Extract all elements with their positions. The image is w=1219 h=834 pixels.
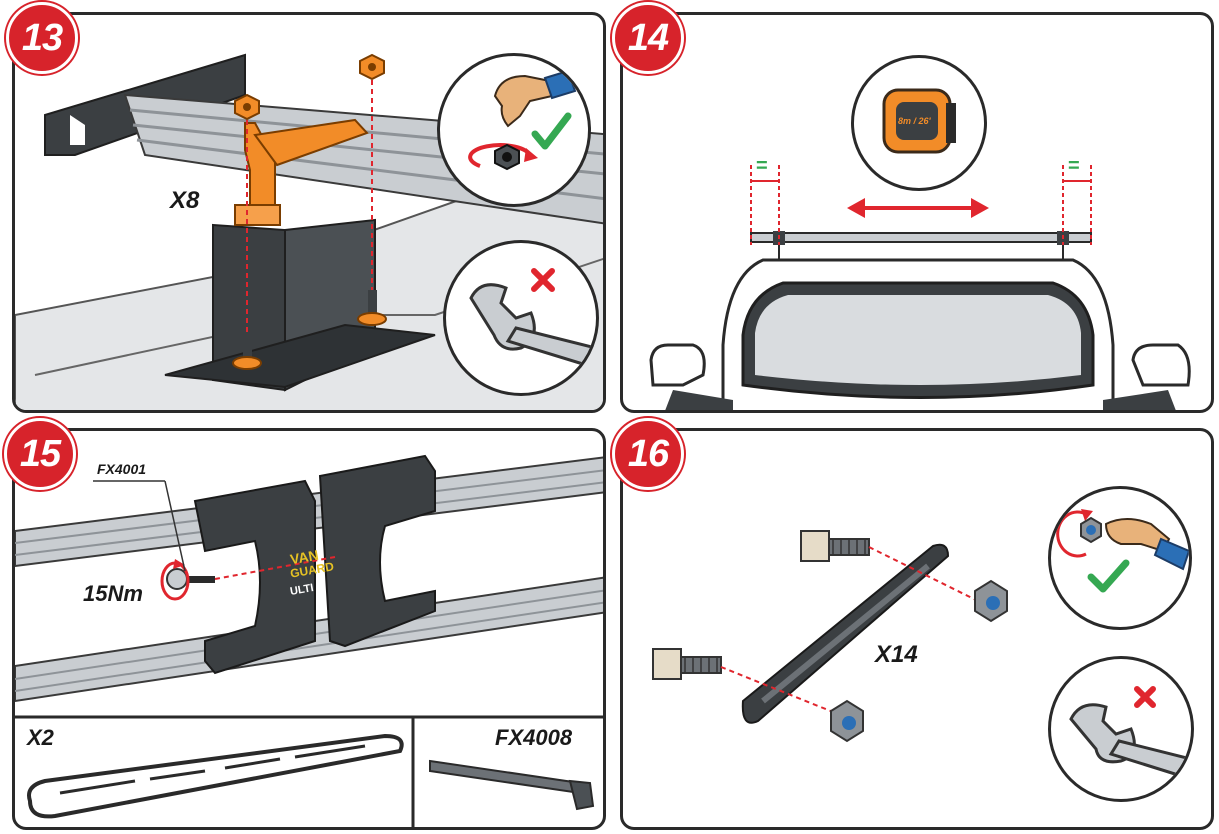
- hand-tighten-callout: [437, 53, 591, 207]
- torque-label: 15Nm: [83, 581, 143, 606]
- rotate-arrow-icon: [1056, 509, 1093, 558]
- wrench-icon: [469, 283, 596, 370]
- step-15-panel: VAN GUARD ULTI FX4001 15Nm X2 FX4008: [12, 428, 606, 830]
- step-13-panel: X8: [12, 12, 606, 413]
- tool-code-label: FX4008: [495, 725, 573, 750]
- no-wrench-callout-16: [1048, 656, 1194, 802]
- spacer-quantity-label: X2: [27, 725, 54, 750]
- check-icon: [1087, 559, 1130, 593]
- cross-icon: [531, 268, 555, 292]
- flange-nut-top-right: [359, 53, 385, 81]
- no-wrench-callout: [443, 240, 599, 396]
- step-16-illustration: [652, 530, 1008, 743]
- cross-icon: [1134, 686, 1156, 708]
- tape-measure-text: 8m / 26': [898, 116, 931, 126]
- check-icon: [531, 112, 572, 150]
- step-14-panel: = = 8m / 26': [620, 12, 1214, 413]
- step-15-illustration: [15, 454, 603, 827]
- spacer-strip: [27, 733, 404, 819]
- allen-key-icon: [429, 759, 595, 811]
- rotate-arrow-icon: [468, 143, 538, 168]
- tape-measure-icon: [882, 88, 956, 154]
- tape-measure-callout: 8m / 26': [851, 55, 987, 191]
- step-16-badge: 16: [612, 418, 684, 490]
- hand-tighten-callout-16: [1048, 486, 1192, 630]
- hand-icon: [493, 69, 577, 128]
- step-14-badge: 14: [612, 2, 684, 74]
- step-16-quantity: X14: [875, 641, 918, 668]
- nylock-nut-bottom: [830, 699, 864, 743]
- flange-nut-top-left: [234, 93, 260, 121]
- equal-mark-right: =: [1068, 155, 1080, 177]
- step-13-badge: 13: [6, 2, 78, 74]
- step-15-badge: 15: [4, 418, 76, 490]
- step-16-panel: X14: [620, 428, 1214, 830]
- rotate-arrow-icon: [160, 559, 190, 601]
- double-arrow-icon: [847, 198, 989, 218]
- nylock-nut-top: [974, 579, 1008, 623]
- step-13-quantity: X8: [170, 187, 200, 214]
- hand-icon: [1104, 518, 1189, 571]
- wrench-icon: [1069, 703, 1191, 781]
- part-code-label: FX4001: [97, 461, 147, 477]
- step-14-illustration: [649, 165, 1191, 410]
- equal-mark-left: =: [756, 155, 768, 177]
